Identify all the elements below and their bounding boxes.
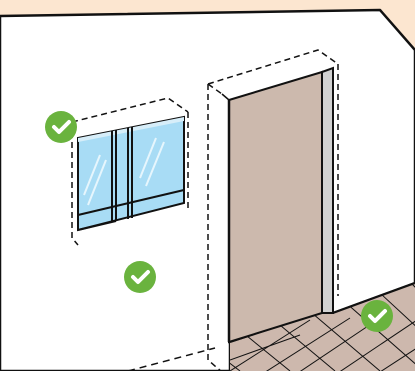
check-circle-icon	[124, 261, 156, 293]
check-circle-icon	[361, 300, 393, 332]
door-panel	[228, 70, 323, 344]
door-dashed-frame	[207, 49, 339, 371]
glass-highlight	[83, 137, 165, 206]
window	[77, 115, 185, 232]
window-dashed-frame	[71, 97, 189, 246]
doorway	[221, 66, 334, 344]
baseline-dash	[127, 347, 216, 371]
check-circle-icon	[45, 111, 77, 143]
door-jamb	[321, 66, 334, 314]
